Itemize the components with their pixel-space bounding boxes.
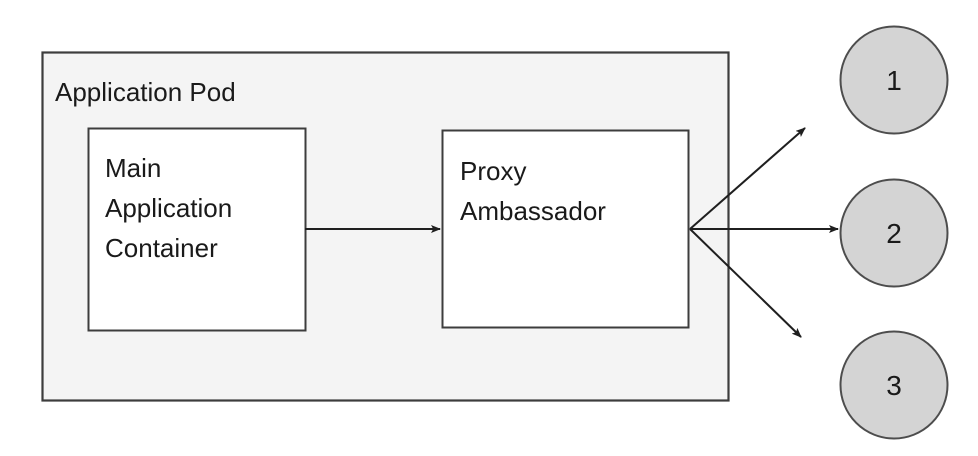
endpoint-2-circle[interactable] — [839, 178, 949, 288]
endpoint-1-label: 1 — [886, 65, 902, 96]
application-pod-label: Application Pod — [55, 77, 236, 107]
proxy-ambassador-label-line-2: Ambassador — [460, 196, 606, 226]
endpoint-3-circle[interactable] — [839, 330, 949, 440]
connector-proxy-to-endpoint-3-arrow — [689, 228, 802, 338]
proxy-ambassador-box[interactable] — [441, 129, 690, 329]
main-application-container-label-line-3: Container — [105, 233, 218, 263]
proxy-ambassador-label-line-1: Proxy — [460, 156, 526, 186]
main-application-container-label-line-2: Application — [105, 193, 232, 223]
main-application-container-label-line-1: Main — [105, 153, 161, 183]
endpoint-1-circle[interactable] — [839, 25, 949, 135]
main-application-container-box[interactable] — [87, 127, 307, 332]
endpoint-2-label: 2 — [886, 218, 902, 249]
connector-proxy-to-endpoint-1-arrow — [689, 127, 806, 230]
endpoint-3-label: 3 — [886, 370, 902, 401]
